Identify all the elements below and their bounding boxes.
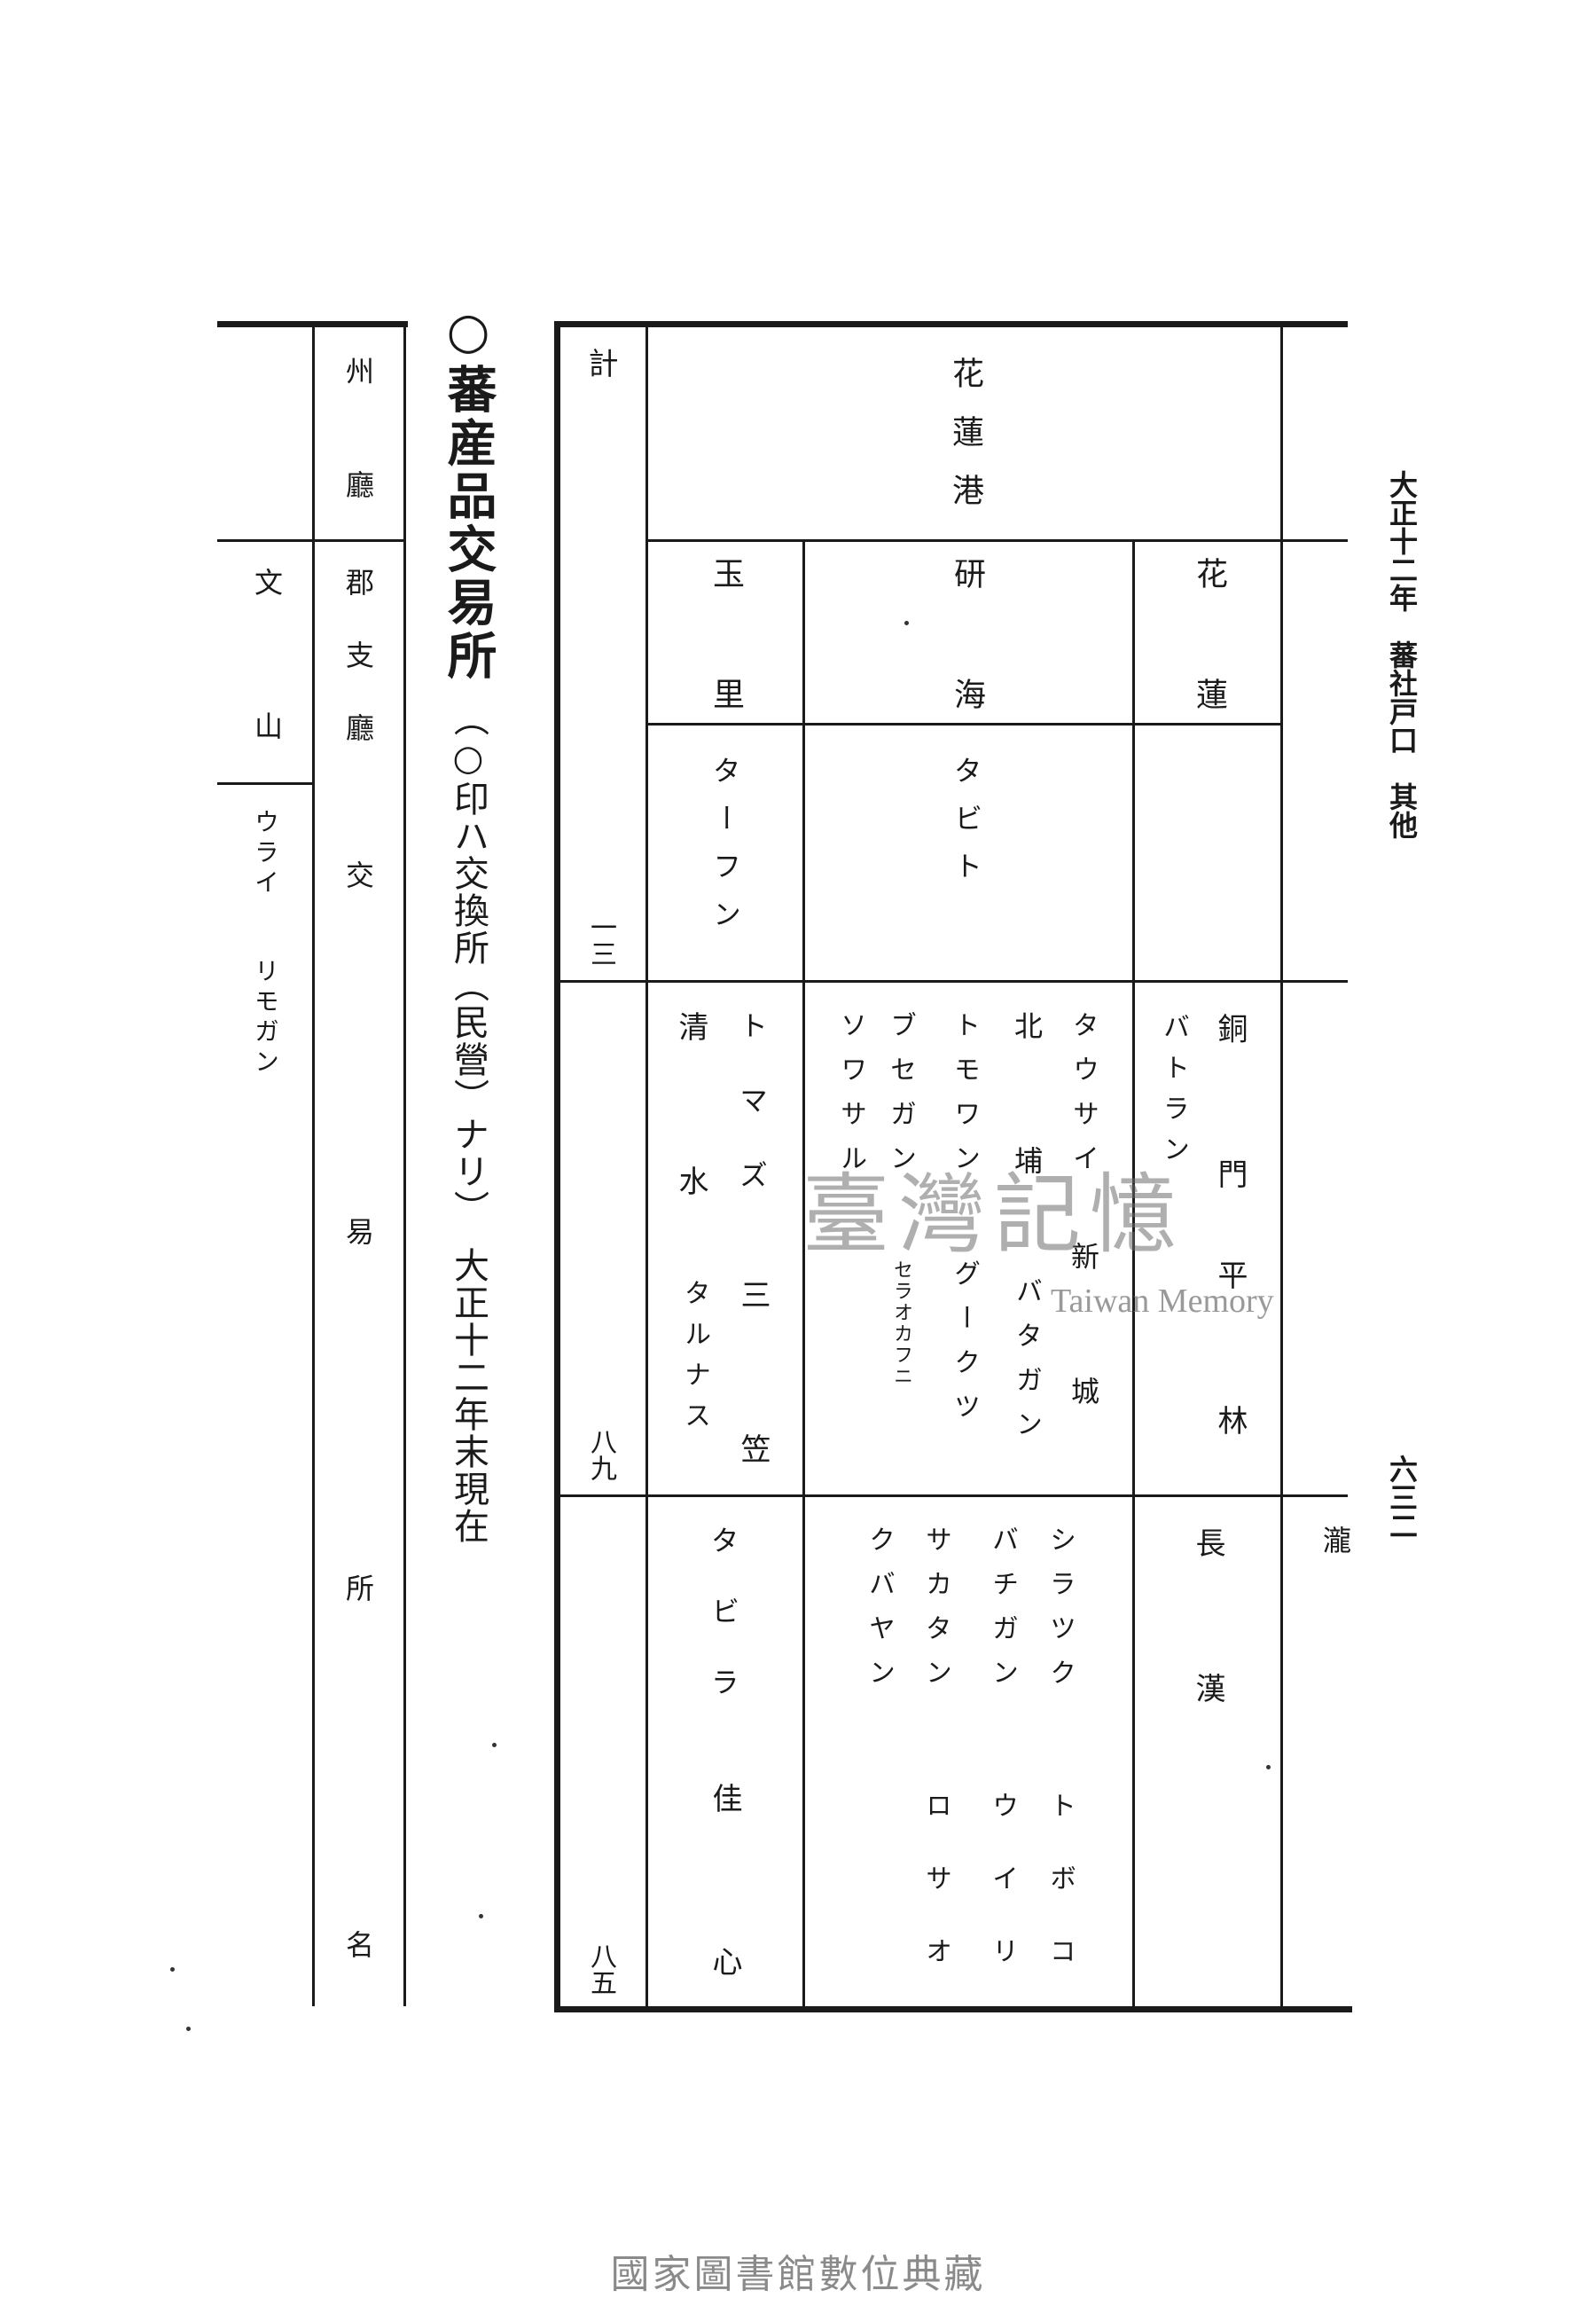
village-name: トマズ xyxy=(735,1011,769,1235)
village-name: タウサイ xyxy=(1068,1011,1099,1188)
village-name: ソワサル xyxy=(835,1011,866,1188)
subdistrict-name: 花蓮 xyxy=(1191,557,1227,798)
village-name: トボコ xyxy=(1044,1792,1076,2010)
section-subtitle: （○印ハ交換所（民營）ナリ） 大正十二年末現在 xyxy=(448,701,489,1545)
total-label: 計 xyxy=(583,348,618,378)
district-name: 花蓮港 xyxy=(947,357,983,532)
subdistrict-name: 研海 xyxy=(949,557,985,798)
page-number: 六三二 xyxy=(1385,1455,1419,1540)
total-value: 八九 xyxy=(585,1428,616,1481)
column-rule-kenkai xyxy=(1132,539,1135,2006)
village-name: 三笠 xyxy=(735,1279,771,1588)
header-jurisdiction: 州廳 xyxy=(341,357,375,584)
district-right-rule xyxy=(1280,321,1283,2006)
village-name: トモワン xyxy=(949,1011,980,1188)
total-value: 一三 xyxy=(585,914,616,967)
village-name: クバヤン xyxy=(864,1526,895,1703)
village-name: 佳心 xyxy=(707,1783,742,2109)
speck xyxy=(170,1967,175,1972)
village-name: バチガン xyxy=(987,1526,1018,1703)
village-name: バタガン xyxy=(1011,1277,1042,1455)
village-name: ロサオ xyxy=(920,1792,951,2010)
table-left-rule xyxy=(554,321,560,2012)
village-name: シラツク xyxy=(1044,1526,1076,1703)
table-bottom-rule xyxy=(554,2006,1352,2012)
header-trade-name: 交易所名 xyxy=(341,860,375,2286)
rule-tribe xyxy=(557,980,1348,983)
trade-post-name: ウライ xyxy=(251,809,280,899)
section-title: ○蕃産品交易所 xyxy=(439,302,497,683)
rule-division xyxy=(557,1494,1348,1497)
footer-credit: 國家圖書館數位典藏 xyxy=(610,2252,986,2297)
village-name: ブセガン xyxy=(885,1011,916,1188)
trade-table-row-rule xyxy=(217,782,315,785)
village-name: セラオカフニ xyxy=(890,1259,912,1387)
speck xyxy=(1266,1765,1271,1769)
rule-district xyxy=(645,539,1348,542)
village-name: 銅門 xyxy=(1212,1013,1248,1304)
trade-table-divider xyxy=(312,321,315,2006)
column-rule-yuli xyxy=(802,539,805,2006)
table-top-rule xyxy=(554,321,1348,327)
total-column-rule xyxy=(645,321,648,2006)
village-name: 清水 xyxy=(673,1011,708,1320)
tribe-name: タビト xyxy=(950,756,983,899)
village-name: バトラン xyxy=(1158,1013,1189,1176)
village-name: タルナス xyxy=(679,1279,710,1442)
subdistrict-name: 玉里 xyxy=(708,557,744,798)
village-name: グークツ xyxy=(949,1259,980,1437)
speck xyxy=(186,2027,191,2031)
village-name: 長漢 xyxy=(1190,1527,1225,1818)
speck xyxy=(904,621,909,625)
watermark: 臺灣記憶 xyxy=(802,1165,1186,1266)
division-name: 瀧 xyxy=(1318,1526,1352,1554)
speck xyxy=(492,1743,497,1747)
village-name: 平林 xyxy=(1212,1259,1248,1550)
rule-subdistrict xyxy=(645,723,1280,726)
trade-post-name: リモガン xyxy=(251,958,280,1078)
jurisdiction-name: 文山 xyxy=(250,568,284,855)
running-head-title: 大正十二年 蕃社戸口 其他 xyxy=(1385,470,1419,839)
trade-table-header-rule xyxy=(217,539,403,542)
trade-table-right-rule xyxy=(403,321,406,2006)
village-name: 北埔 xyxy=(1010,1011,1044,1281)
header-branch: 郡支廳 xyxy=(341,568,375,786)
total-value: 八五 xyxy=(585,1942,616,1996)
village-name: サカタン xyxy=(920,1526,951,1703)
village-name: タビラ xyxy=(707,1526,740,1738)
village-name: ウイリ xyxy=(987,1792,1018,2010)
speck xyxy=(479,1914,483,1918)
watermark-english: Taiwan Memory xyxy=(1051,1282,1274,1320)
village-name: 新城 xyxy=(1067,1242,1100,1511)
tribe-name: ターフン xyxy=(708,756,742,947)
